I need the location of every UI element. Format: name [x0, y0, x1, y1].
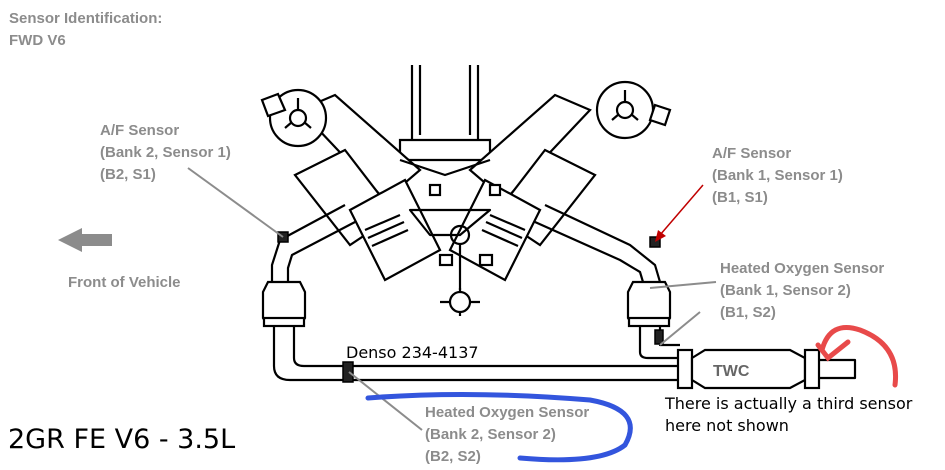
label-line: Heated Oxygen Sensor: [425, 404, 590, 421]
engine-title: 2GR FE V6 - 3.5L: [8, 424, 236, 455]
part-number-note: Denso 234-4137: [346, 343, 479, 362]
bank2-head: [260, 88, 442, 282]
label-line: A/F Sensor: [712, 145, 792, 162]
label-line: (B2, S2): [425, 448, 481, 465]
label-line: A/F Sensor: [100, 122, 180, 139]
label-line: (Bank 1, Sensor 2): [720, 282, 851, 299]
note-line: There is actually a third sensor: [665, 394, 913, 413]
front-of-vehicle-label: Front of Vehicle: [68, 274, 181, 291]
twc-converter: [676, 348, 857, 390]
front-arrow-icon: [58, 228, 112, 252]
label-line: (Bank 2, Sensor 2): [425, 426, 556, 443]
label-line: (Bank 2, Sensor 1): [100, 144, 231, 161]
twc-label: TWC: [713, 363, 750, 380]
label-af-bank2: A/F Sensor (Bank 2, Sensor 1) (B2, S1): [100, 120, 231, 186]
label-line: (B1, S1): [712, 189, 768, 206]
red-marker-stroke: [815, 325, 899, 388]
label-line: (Bank 1, Sensor 1): [712, 167, 843, 184]
third-sensor-note: There is actually a third sensor here no…: [665, 393, 912, 437]
note-line: here not shown: [665, 416, 789, 435]
bank1-head: [448, 80, 672, 282]
header-title: Sensor Identification:: [9, 10, 163, 27]
label-af-bank1: A/F Sensor (Bank 1, Sensor 1) (B1, S1): [712, 143, 843, 209]
leader-lines: [187, 167, 717, 431]
label-line: (B2, S1): [100, 166, 156, 183]
intake-plenum: [398, 65, 492, 162]
label-ho2-bank1: Heated Oxygen Sensor (Bank 1, Sensor 2) …: [720, 258, 884, 324]
red-pointer-arrow: [655, 184, 704, 242]
bank2-exhaust: [261, 204, 680, 383]
header-subtitle: FWD V6: [9, 32, 66, 49]
label-ho2-bank2: Heated Oxygen Sensor (Bank 2, Sensor 2) …: [425, 402, 589, 468]
crankcase: [399, 158, 502, 316]
blue-marker-stroke: [365, 391, 633, 463]
label-line: Heated Oxygen Sensor: [720, 260, 885, 277]
bank1-exhaust: [534, 204, 680, 360]
label-line: (B1, S2): [720, 304, 776, 321]
